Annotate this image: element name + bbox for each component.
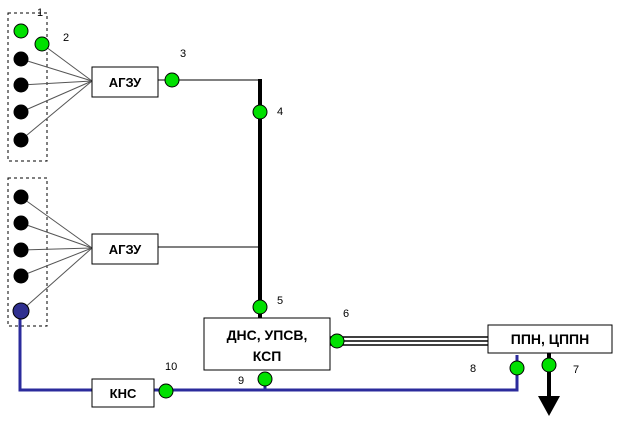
point-label-5: 5 [277,295,283,307]
monitor-point-2 [34,36,50,52]
production-well [13,268,29,284]
point-label-1: 1 [37,7,43,19]
point-number-labels: 1 2 3 4 5 6 7 8 9 10 [37,7,579,387]
point-label-4: 4 [277,106,283,118]
monitor-point-10 [158,383,174,399]
dns-label-line2: КСП [253,348,282,364]
ppn-outflow-arrow-icon [538,396,560,416]
production-well [13,189,29,205]
top-cluster-flowlines [20,43,93,141]
dns-to-ppn-pipeline [330,336,488,346]
kns-label: КНС [110,386,137,401]
agzu-bottom-label: АГЗУ [109,242,142,257]
monitor-point-5 [252,299,268,315]
point-label-3: 3 [180,48,186,60]
monitor-point-1 [13,23,29,39]
bottom-cluster-wells [12,189,30,320]
top-cluster-wells [13,51,29,148]
monitor-point-8 [509,360,525,376]
ppn-box: ППН, ЦППН [487,324,613,354]
kns-box: КНС [91,378,155,408]
monitor-point-4 [252,104,268,120]
monitor-point-6 [329,333,345,349]
point-label-7: 7 [573,364,579,376]
production-well [13,51,29,67]
agzu-top-label: АГЗУ [109,75,142,90]
injection-well [12,302,30,320]
dns-box: ДНС, УПСВ, КСП [203,317,331,371]
point-label-9: 9 [238,375,244,387]
agzu-top-box: АГЗУ [91,66,159,98]
bottom-cluster-flowlines [20,196,93,312]
production-well [13,215,29,231]
well-cluster-bottom-frame [7,177,48,327]
production-well [13,104,29,120]
production-well [13,77,29,93]
dns-label-line1: ДНС, УПСВ, [227,327,308,343]
point-label-2: 2 [63,32,69,44]
monitor-point-9 [257,371,273,387]
point-label-10: 10 [165,361,177,373]
well-cluster-top-frame [7,12,48,162]
point-label-6: 6 [343,308,349,320]
ppn-label: ППН, ЦППН [511,331,589,347]
production-well [13,132,29,148]
monitor-point-7 [541,357,557,373]
production-well [13,242,29,258]
monitor-point-3 [164,72,180,88]
agzu-bottom-box: АГЗУ [91,233,159,265]
point-label-8: 8 [470,363,476,375]
monitoring-points [13,23,557,399]
